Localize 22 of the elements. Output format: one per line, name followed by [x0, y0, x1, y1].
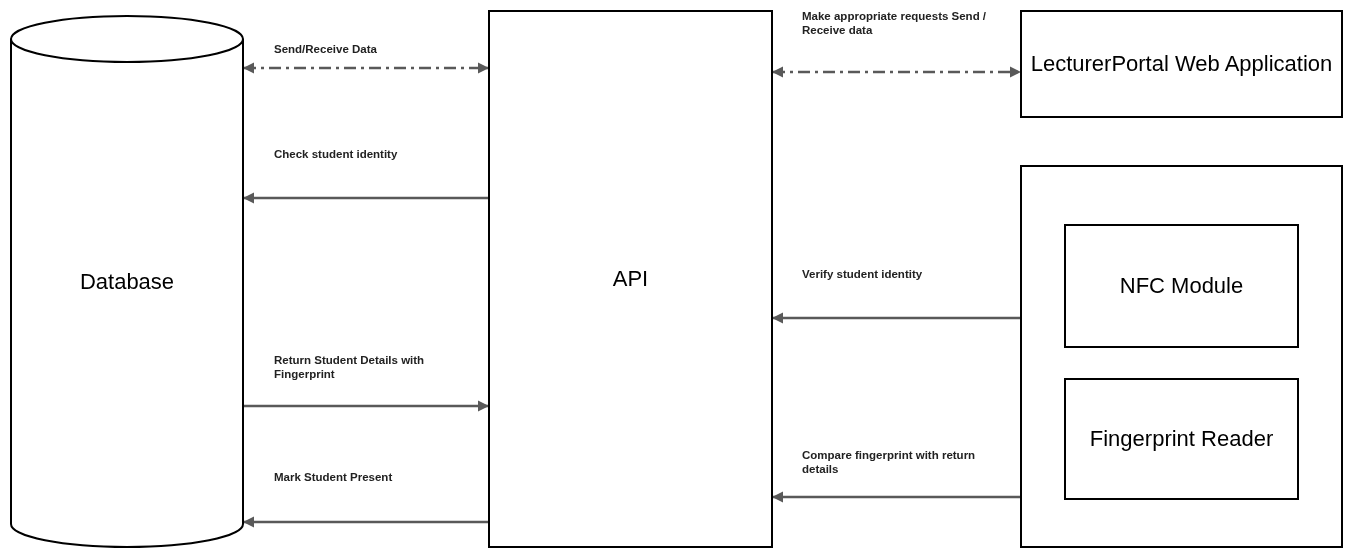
arrow: [242, 62, 490, 74]
node-label: NFC Module: [1118, 272, 1245, 301]
edge-label: Return Student Details with Fingerprint: [274, 353, 426, 382]
edge-label: Make appropriate requests Send / Receive data: [802, 9, 988, 38]
arrow: [244, 400, 490, 412]
component-box: [488, 10, 773, 548]
node-label: Fingerprint Reader: [1088, 425, 1275, 454]
database-cylinder: [10, 15, 244, 548]
component-box: [1020, 10, 1343, 118]
component-box: [1064, 378, 1299, 500]
edge-label: Send/Receive Data: [274, 42, 378, 57]
arrow: [242, 192, 488, 204]
edge-label: Check student identity: [274, 147, 399, 162]
edge-label: Verify student identity: [802, 267, 924, 282]
node-label: LecturerPortal Web Application: [1029, 50, 1334, 79]
edge-label: Compare fingerprint with return details: [802, 448, 977, 477]
arrow: [242, 516, 488, 528]
node-label: API: [611, 265, 650, 294]
edge-label: Mark Student Present: [274, 470, 394, 485]
component-box: [1064, 224, 1299, 348]
device-box: [1020, 165, 1343, 548]
node-label: Database: [78, 267, 176, 296]
